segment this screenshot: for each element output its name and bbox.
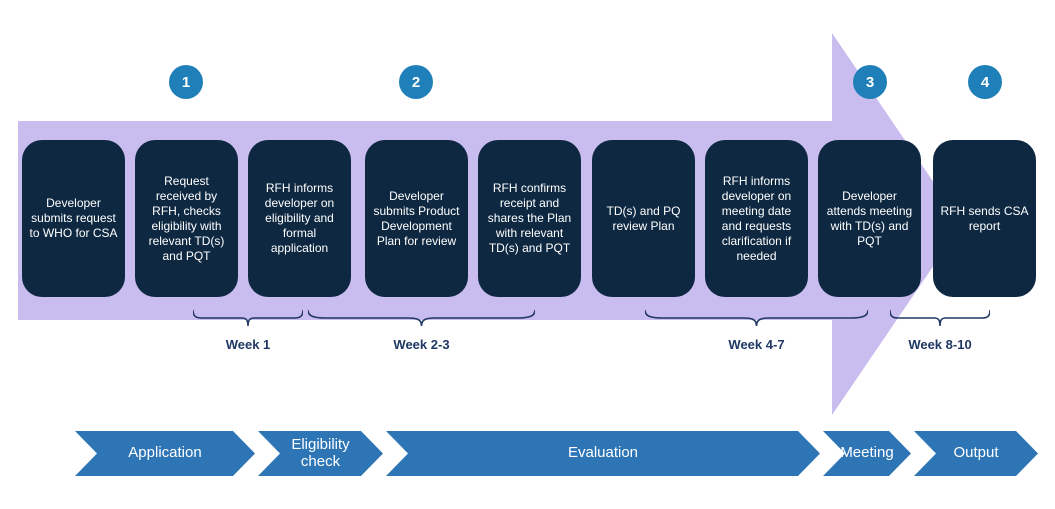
process-step-text: Developer submits Product Development Pl… bbox=[373, 188, 460, 248]
process-step: Developer attends meeting with TD(s) and… bbox=[818, 140, 921, 297]
week-label: Week 8-10 bbox=[908, 337, 972, 352]
process-step-text: RFH sends CSA report bbox=[940, 203, 1029, 233]
process-step-text: TD(s) and PQ review Plan bbox=[606, 203, 681, 233]
process-step: RFH confirms receipt and shares the Plan… bbox=[478, 140, 581, 297]
process-step-text: RFH informs developer on meeting date an… bbox=[721, 173, 792, 263]
process-step: Developer submits Product Development Pl… bbox=[365, 140, 468, 297]
week-brace bbox=[645, 310, 868, 326]
step-number-badge: 1 bbox=[169, 65, 203, 99]
week-brace bbox=[308, 310, 535, 326]
week-label: Week 1 bbox=[225, 337, 271, 352]
process-step: Request received by RFH, checks eligibil… bbox=[135, 140, 238, 297]
brace-shape bbox=[890, 310, 990, 326]
badge-number: 4 bbox=[980, 73, 990, 91]
process-step-text: Developer attends meeting with TD(s) and… bbox=[826, 188, 913, 248]
step-number-badge: 4 bbox=[968, 65, 1002, 99]
process-step: TD(s) and PQ review Plan bbox=[592, 140, 695, 297]
week-label: Week 4-7 bbox=[728, 337, 785, 352]
week-brace bbox=[193, 310, 303, 326]
phase-chevron: Application bbox=[75, 431, 255, 476]
step-number-badge: 3 bbox=[853, 65, 887, 99]
step-number-badge: 2 bbox=[399, 65, 433, 99]
badge-number: 3 bbox=[865, 73, 875, 91]
badge-number: 1 bbox=[181, 73, 191, 91]
week-brace bbox=[890, 310, 990, 326]
phase-chevron: Meeting bbox=[823, 431, 911, 476]
process-step-text: Request received by RFH, checks eligibil… bbox=[148, 173, 225, 263]
phase-chevron: Eligibility check bbox=[258, 431, 383, 476]
process-step: RFH informs developer on meeting date an… bbox=[705, 140, 808, 297]
process-step: Developer submits request to WHO for CSA bbox=[22, 140, 125, 297]
phase-chevron: Evaluation bbox=[386, 431, 820, 476]
process-step: RFH informs developer on eligibility and… bbox=[248, 140, 351, 297]
process-step-text: RFH confirms receipt and shares the Plan… bbox=[487, 181, 572, 255]
phase-label: Evaluation bbox=[567, 444, 639, 462]
brace-shape bbox=[645, 310, 868, 326]
process-step-text: RFH informs developer on eligibility and… bbox=[264, 181, 335, 255]
phase-label: Eligibility check bbox=[291, 436, 350, 470]
phase-label: Output bbox=[953, 444, 999, 462]
phase-label: Application bbox=[128, 444, 202, 462]
process-step-text: Developer submits request to WHO for CSA bbox=[29, 196, 118, 240]
phase-chevron: Output bbox=[914, 431, 1038, 476]
process-step: RFH sends CSA report bbox=[933, 140, 1036, 297]
brace-shape bbox=[308, 310, 535, 326]
badge-number: 2 bbox=[411, 73, 421, 91]
brace-shape bbox=[193, 310, 303, 326]
phase-label: Meeting bbox=[840, 444, 894, 462]
week-label: Week 2-3 bbox=[393, 337, 450, 352]
